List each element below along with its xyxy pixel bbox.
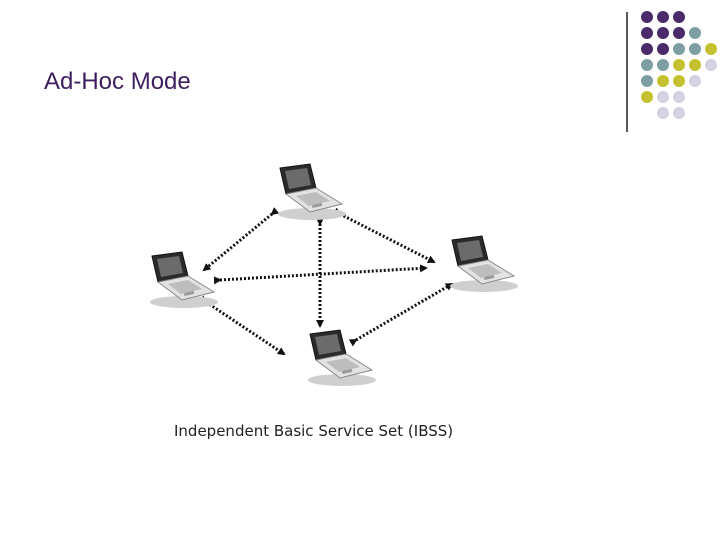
laptop-icon bbox=[449, 235, 519, 293]
page-title: Ad-Hoc Mode bbox=[44, 68, 191, 95]
laptop-icon bbox=[277, 163, 347, 221]
link-top-right bbox=[332, 207, 436, 264]
laptop-icon bbox=[149, 251, 219, 309]
laptop-icon bbox=[307, 329, 377, 387]
link-top-left bbox=[202, 207, 280, 272]
dot-grid bbox=[641, 11, 717, 119]
link-left-bottom bbox=[198, 295, 286, 356]
diagram-caption: Independent Basic Service Set (IBSS) bbox=[174, 422, 454, 440]
network-links bbox=[198, 207, 454, 356]
link-bottom-right bbox=[348, 282, 454, 347]
link-left-right bbox=[213, 264, 428, 285]
header-divider bbox=[626, 12, 628, 132]
